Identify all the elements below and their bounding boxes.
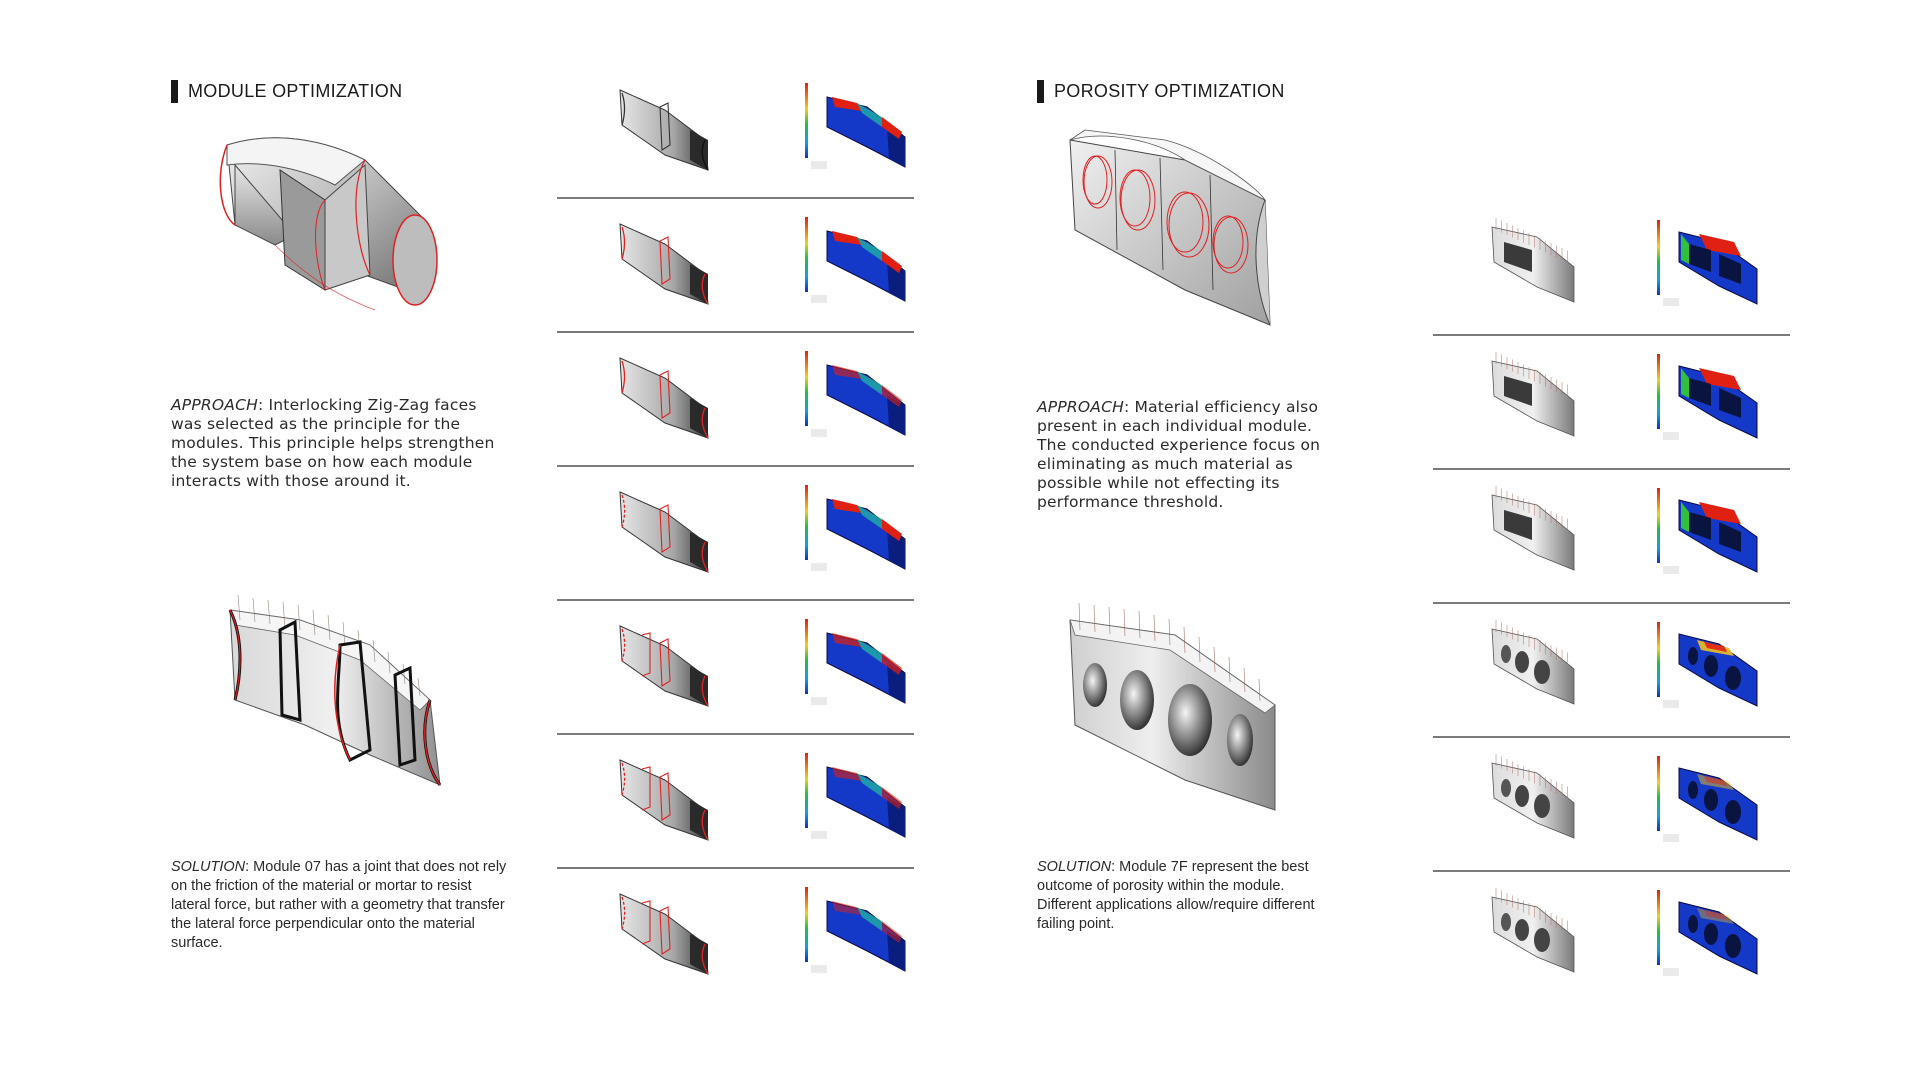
iteration-row bbox=[1491, 486, 1758, 574]
module-thumbnail bbox=[619, 759, 709, 841]
row-divider bbox=[557, 733, 914, 735]
module-thumbnail bbox=[619, 223, 709, 305]
row-divider bbox=[557, 331, 914, 333]
row-divider bbox=[1433, 468, 1790, 470]
fea-legend-bar bbox=[1657, 756, 1679, 842]
module-7f-render bbox=[1069, 602, 1276, 811]
fea-legend-bar bbox=[1657, 622, 1679, 708]
row-divider bbox=[1433, 334, 1790, 336]
module-thumbnail bbox=[619, 357, 709, 439]
approach-label: APPROACH bbox=[1037, 398, 1124, 416]
fea-legend-bar bbox=[805, 217, 827, 303]
porosity-thumbnail bbox=[1491, 218, 1575, 303]
fea-legend-bar bbox=[805, 351, 827, 437]
heading-bar bbox=[1037, 80, 1044, 103]
module-thumbnail bbox=[619, 893, 709, 975]
iteration-row bbox=[619, 887, 906, 975]
row-divider bbox=[557, 599, 914, 601]
fea-stress-result bbox=[826, 766, 906, 838]
fea-legend-bar bbox=[805, 619, 827, 705]
approach-body: : Interlocking Zig-Zag faces was selecte… bbox=[171, 396, 495, 490]
module-07-render bbox=[228, 594, 442, 786]
fea-legend-bar bbox=[805, 753, 827, 839]
row-divider bbox=[557, 867, 914, 869]
solution-body: : Module 07 has a joint that does not re… bbox=[171, 859, 507, 951]
iteration-row bbox=[619, 753, 906, 841]
fea-legend-bar bbox=[1657, 354, 1679, 440]
fea-legend-bar bbox=[1657, 488, 1679, 574]
iteration-row bbox=[1491, 754, 1758, 842]
fea-legend-bar bbox=[805, 485, 827, 571]
fea-stress-result bbox=[1678, 231, 1758, 305]
iteration-row bbox=[1491, 352, 1758, 440]
porosity-solution-text: SOLUTION: Module 7F represent the best o… bbox=[1037, 858, 1337, 934]
module-thumbnail bbox=[619, 491, 709, 573]
fea-legend-bar bbox=[805, 887, 827, 973]
fea-stress-result bbox=[1678, 365, 1758, 439]
solution-label: SOLUTION bbox=[1037, 859, 1112, 875]
approach-label: APPROACH bbox=[171, 396, 258, 414]
iteration-row bbox=[619, 83, 906, 171]
heading-bar bbox=[171, 80, 178, 103]
porosity-render-top bbox=[1069, 129, 1271, 326]
fea-stress-result bbox=[826, 498, 906, 570]
iteration-row bbox=[619, 619, 906, 707]
fea-stress-result bbox=[826, 364, 906, 436]
fea-stress-result bbox=[1678, 633, 1758, 707]
approach-body: : Material efficiency also present in ea… bbox=[1037, 398, 1321, 511]
module-render-large bbox=[219, 137, 438, 311]
porosity-thumbnail bbox=[1491, 888, 1575, 973]
module-solution-text: SOLUTION: Module 07 has a joint that doe… bbox=[171, 858, 511, 953]
row-divider bbox=[1433, 870, 1790, 872]
fea-stress-result bbox=[826, 900, 906, 972]
module-approach-text: APPROACH: Interlocking Zig-Zag faces was… bbox=[171, 396, 501, 491]
solution-label: SOLUTION bbox=[171, 859, 246, 875]
iteration-row bbox=[1491, 888, 1758, 976]
iteration-row bbox=[619, 217, 906, 305]
porosity-optimization-heading: POROSITY OPTIMIZATION bbox=[1037, 80, 1285, 103]
porosity-thumbnail bbox=[1491, 754, 1575, 839]
iteration-row bbox=[619, 485, 906, 573]
fea-legend-bar bbox=[805, 83, 827, 169]
fea-legend-bar bbox=[1657, 220, 1679, 306]
module-optimization-heading: MODULE OPTIMIZATION bbox=[171, 80, 402, 103]
row-divider bbox=[557, 465, 914, 467]
row-divider bbox=[1433, 736, 1790, 738]
porosity-thumbnail bbox=[1491, 486, 1575, 571]
iteration-row bbox=[1491, 620, 1758, 708]
fea-stress-result bbox=[826, 230, 906, 302]
porosity-thumbnail bbox=[1491, 352, 1575, 437]
iteration-row bbox=[619, 351, 906, 439]
iteration-row bbox=[1491, 218, 1758, 306]
fea-stress-result bbox=[1678, 767, 1758, 841]
fea-stress-result bbox=[826, 632, 906, 704]
porosity-approach-text: APPROACH: Material efficiency also prese… bbox=[1037, 398, 1337, 512]
module-thumbnail bbox=[619, 89, 709, 171]
fea-stress-result bbox=[826, 96, 906, 168]
module-thumbnail bbox=[619, 625, 709, 707]
fea-stress-result bbox=[1678, 901, 1758, 975]
porosity-optimization-title: POROSITY OPTIMIZATION bbox=[1054, 81, 1285, 101]
fea-legend-bar bbox=[1657, 890, 1679, 976]
porosity-thumbnail bbox=[1491, 620, 1575, 705]
fea-stress-result bbox=[1678, 499, 1758, 573]
row-divider bbox=[1433, 602, 1790, 604]
solution-body: : Module 7F represent the best outcome o… bbox=[1037, 859, 1315, 932]
row-divider bbox=[557, 197, 914, 199]
module-optimization-title: MODULE OPTIMIZATION bbox=[188, 81, 403, 101]
